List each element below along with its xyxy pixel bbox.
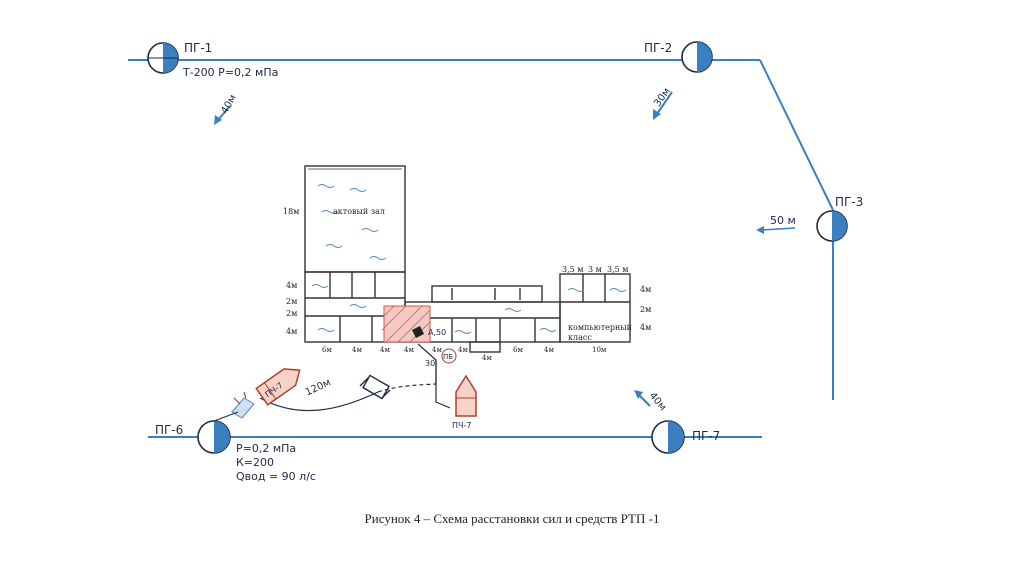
dim-2m-a: 2м [286, 297, 297, 306]
distance-label-1: 40м [219, 93, 239, 116]
water-main-network [128, 59, 834, 438]
water-main-diagonal [759, 59, 834, 211]
water-intake [213, 391, 255, 422]
dim-4m-r1: 4м [640, 285, 651, 294]
fire-hydrant-pb: ПБ [441, 348, 457, 364]
computer-class-label-2: класс [568, 333, 592, 342]
hydrant-pg3: ПГ-3 [816, 195, 863, 242]
hose-length-label: 120м [304, 377, 333, 398]
hose-line-dashed [377, 383, 437, 393]
hydrant-pg1: ПГ-1 Т-200 Р=0,2 мПа [147, 41, 278, 79]
dim-bottom: 4м [544, 346, 554, 354]
stair-block [431, 285, 543, 303]
hydrant-pg6-k: К=200 [236, 456, 274, 469]
hydrant-pg2: ПГ-2 [644, 41, 713, 73]
bottom-dimension-row: 6м 4м 4м 4м 4м 4м 6м 4м 10м 4м [322, 346, 607, 362]
dim-4m-b: 4м [286, 327, 297, 336]
dim-bottom: 10м [592, 346, 607, 354]
branching-device [359, 374, 391, 400]
distance-label-4: 40м [647, 391, 668, 414]
hydrant-pg6-pressure: Р=0,2 мПа [236, 442, 296, 455]
fire-truck-2-label: ПЧ-7 [452, 421, 471, 430]
right-wing [559, 273, 631, 343]
distance-label-3: 50 м [770, 214, 796, 227]
fire-zone [383, 305, 431, 343]
computer-class-label-1: компьютерный [568, 323, 632, 332]
hose-lines [259, 343, 451, 412]
dim-bottom: 6м [322, 346, 332, 354]
dim-bottom: 4м [404, 346, 414, 354]
dim-bottom: 4м [458, 346, 468, 354]
hydrant-pg6-q: Qвод = 90 л/с [236, 470, 316, 483]
hydrant-pg2-label: ПГ-2 [644, 41, 672, 55]
hydrant-pg1-note: Т-200 Р=0,2 мПа [182, 66, 278, 79]
pb-label: ПБ [443, 353, 453, 361]
distance-arrow-3: 50 м [756, 214, 796, 234]
dim-bottom: 4м [432, 346, 442, 354]
dim-top-35a: 3,5 м [562, 265, 584, 274]
dim-2m-r: 2м [640, 305, 651, 314]
assembly-hall-label: актовый зал [333, 207, 385, 216]
hose-line-main [259, 391, 379, 412]
dim-bottom: 4м [380, 346, 390, 354]
fire-seat-icon [412, 326, 424, 338]
hydrant-pg6: ПГ-6 Р=0,2 мПа К=200 Qвод = 90 л/с [155, 420, 316, 483]
dim-4m-a: 4м [286, 281, 297, 290]
hydrant-pg7-label: ПГ-7 [692, 429, 720, 443]
hose-line-truck2 [435, 360, 451, 409]
hydrant-pg6-label: ПГ-6 [155, 423, 183, 437]
distance-label-2: 30м [652, 86, 673, 109]
dim-4m-r2: 4м [640, 323, 651, 332]
dim-top-3: 3 м [588, 265, 602, 274]
fire-truck-1: ПЧ-7 [255, 368, 301, 406]
dim-bottom: 4м [352, 346, 362, 354]
assembly-hall-block [304, 165, 406, 273]
dim-top-35b: 3,5 м [607, 265, 629, 274]
dim-2m-b: 2м [286, 309, 297, 318]
hose-length-label-2: 30 [425, 359, 435, 368]
dim-bottom-low: 4м [482, 354, 492, 362]
hydrant-pg7: ПГ-7 [651, 420, 720, 454]
fire-truck-2: ПЧ-7 [452, 374, 477, 430]
distance-arrow-4: 40м [634, 390, 668, 413]
figure-caption: Рисунок 4 – Схема расстановки сил и сред… [364, 511, 660, 526]
distance-arrow-1: 40м [214, 93, 239, 125]
dim-bottom: 6м [513, 346, 523, 354]
distance-arrow-2: 30м [652, 86, 673, 120]
dim-18m: 18м [283, 207, 299, 216]
hydrant-pg1-label: ПГ-1 [184, 41, 212, 55]
fire-nozzle-label: А,50 [428, 328, 446, 337]
hydrant-pg3-label: ПГ-3 [835, 195, 863, 209]
